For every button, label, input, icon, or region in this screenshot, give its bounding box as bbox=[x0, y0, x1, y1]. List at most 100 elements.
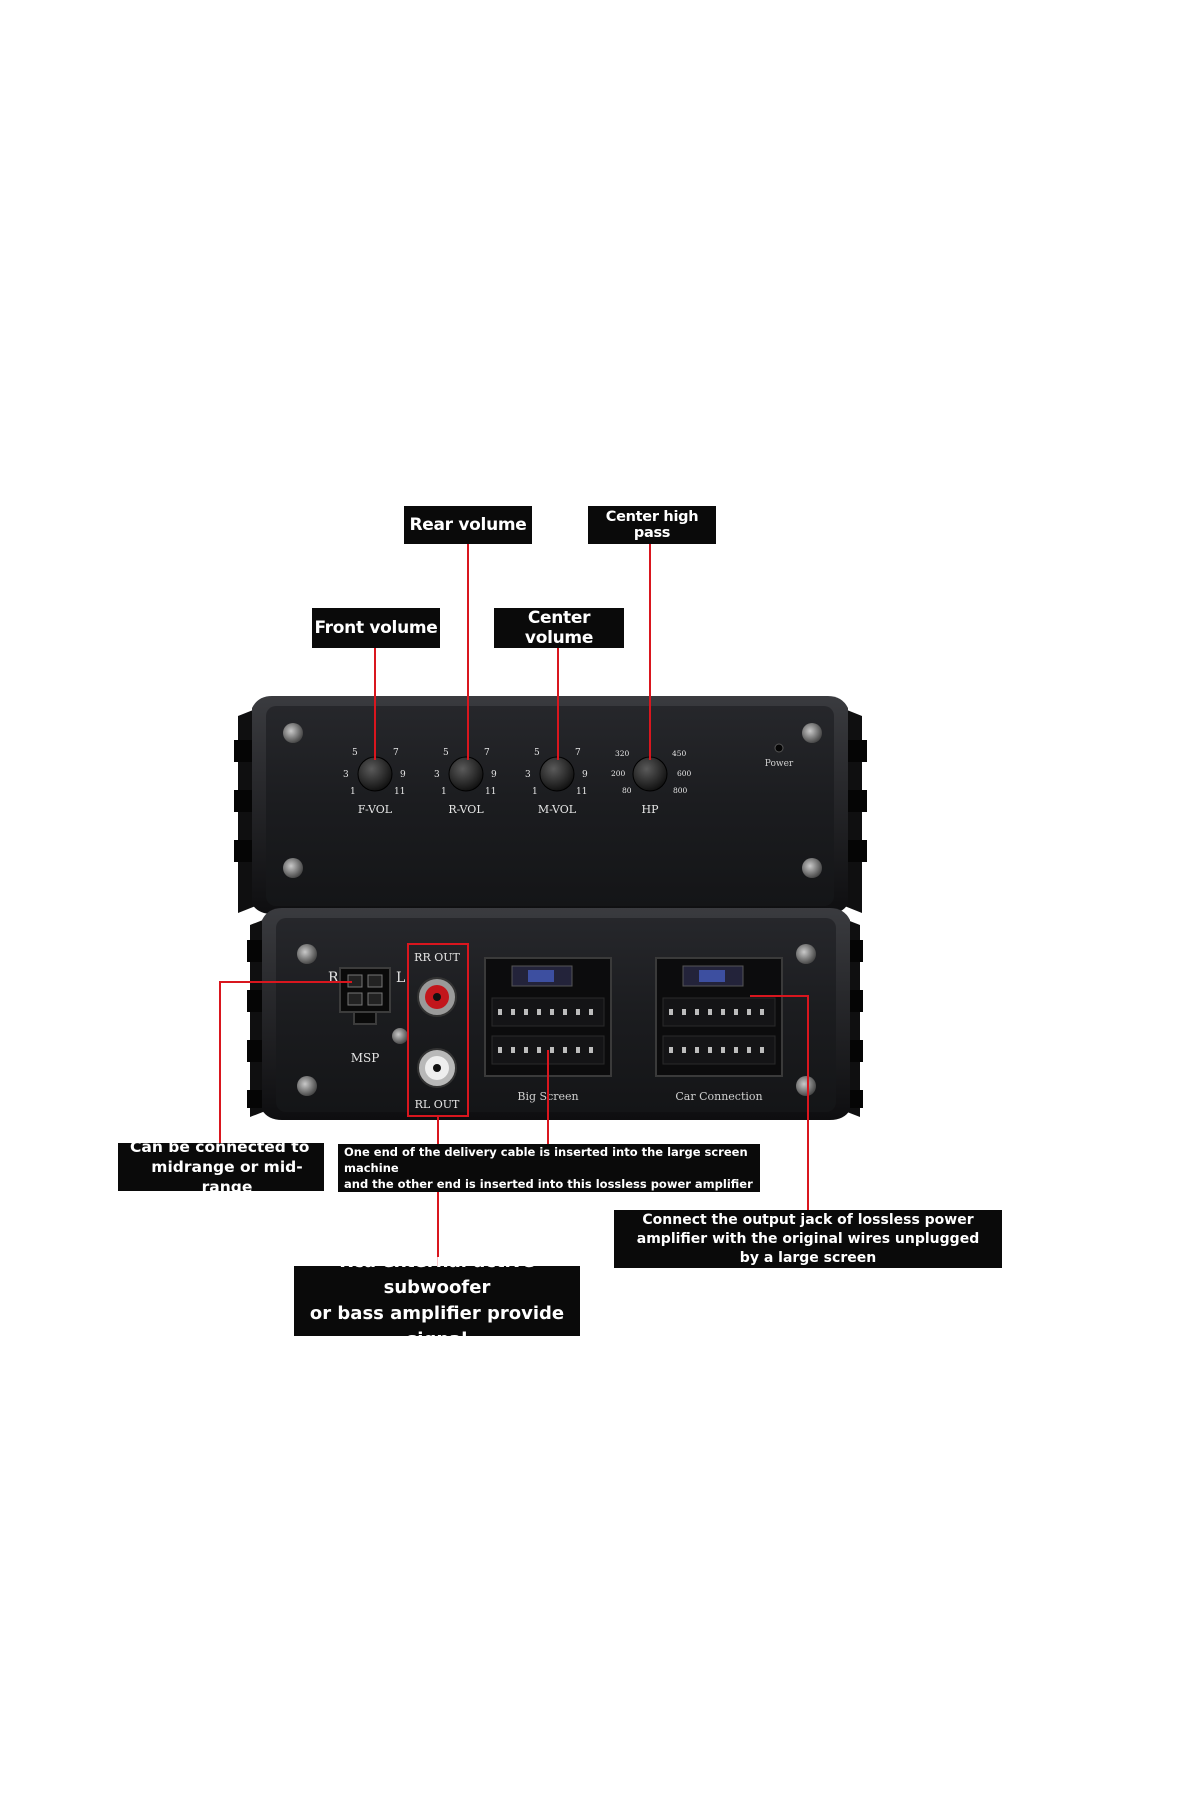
callout-line: Rca external active subwoofer bbox=[339, 1251, 535, 1298]
rca-outputs: RR OUT RL OUT bbox=[414, 951, 460, 1111]
msp-r-label: R bbox=[328, 970, 339, 986]
screw-icon bbox=[283, 723, 303, 743]
msp-label: MSP bbox=[351, 1051, 380, 1065]
connector-pin bbox=[589, 1047, 593, 1053]
leader-midrange bbox=[219, 981, 352, 1145]
rl-out-label: RL OUT bbox=[415, 1098, 460, 1111]
callout-center-high-pass: Center high pass bbox=[588, 506, 716, 544]
knob-mark: 600 bbox=[677, 769, 692, 778]
knob-mark: 1 bbox=[350, 787, 356, 797]
callout-line: or bass amplifier provide signal bbox=[309, 1303, 565, 1350]
knob-label: M-VOL bbox=[538, 803, 577, 816]
rear-panel: R L MSP RR OUT RL OUT Big Screen bbox=[247, 908, 863, 1120]
connector-pin bbox=[524, 1009, 528, 1015]
callout-line: One end of the delivery cable is inserte… bbox=[344, 1145, 748, 1175]
knob-mark: 80 bbox=[622, 786, 632, 795]
connector-pin bbox=[669, 1009, 673, 1015]
knob-label: HP bbox=[642, 803, 660, 816]
connector-pin bbox=[734, 1009, 738, 1015]
knob-mark: 800 bbox=[673, 786, 688, 795]
connector-pin bbox=[682, 1047, 686, 1053]
screw-icon bbox=[802, 858, 822, 878]
knob-icon[interactable] bbox=[448, 756, 484, 792]
front-faceplate bbox=[266, 706, 834, 906]
connector-pin bbox=[695, 1047, 699, 1053]
knob-mark: 11 bbox=[394, 787, 405, 797]
msp-connector[interactable]: R L MSP bbox=[328, 967, 405, 1065]
knob-mark: 5 bbox=[534, 748, 540, 758]
knob-icon[interactable] bbox=[632, 756, 668, 792]
knob-mark: 200 bbox=[611, 769, 626, 778]
knob-mark: 1 bbox=[532, 787, 538, 797]
callout-delivery-cable: One end of the delivery cable is inserte… bbox=[338, 1144, 760, 1192]
connector-pin bbox=[537, 1009, 541, 1015]
knob-icon[interactable] bbox=[357, 756, 393, 792]
connector-pin bbox=[498, 1047, 502, 1053]
front-panel: 5 7 3 9 1 11 F-VOL 5 7 3 9 1 11 R-VOL 5 … bbox=[234, 696, 867, 914]
connector-pin bbox=[708, 1009, 712, 1015]
connector-pin bbox=[682, 1009, 686, 1015]
screw-icon bbox=[802, 723, 822, 743]
knob-mark: 9 bbox=[400, 770, 406, 780]
connector-pin bbox=[550, 1009, 554, 1015]
knob-m-vol[interactable]: 5 7 3 9 1 11 M-VOL bbox=[525, 748, 588, 816]
connector-pin bbox=[511, 1009, 515, 1015]
callout-rca: Rca external active subwoofer or bass am… bbox=[294, 1251, 580, 1350]
callout-line: and the other end is inserted into this … bbox=[344, 1177, 753, 1191]
connector-pin bbox=[734, 1047, 738, 1053]
knob-mark: 3 bbox=[434, 770, 440, 780]
knob-mark: 7 bbox=[393, 748, 399, 758]
callout-line: midrange or mid-range bbox=[151, 1158, 303, 1196]
callout-front-volume: Front volume bbox=[312, 608, 440, 648]
callout-line: amplifier with the original wires unplug… bbox=[636, 1230, 980, 1247]
connector-pin bbox=[760, 1009, 764, 1015]
power-label: Power bbox=[765, 759, 794, 769]
knob-mark: 7 bbox=[484, 748, 490, 758]
callout-output-jack: Connect the output jack of lossless powe… bbox=[614, 1210, 1002, 1268]
leader-output-jack bbox=[750, 995, 809, 1212]
callout-line: by a large screen bbox=[739, 1249, 877, 1266]
connector-pin bbox=[747, 1047, 751, 1053]
connector-pin bbox=[721, 1009, 725, 1015]
knob-mark: 3 bbox=[343, 770, 349, 780]
screw-icon bbox=[283, 858, 303, 878]
screw-icon bbox=[297, 944, 317, 964]
connector-pin bbox=[721, 1047, 725, 1053]
connector-pin bbox=[537, 1047, 541, 1053]
connector-pin bbox=[524, 1047, 528, 1053]
fuse-blade bbox=[528, 970, 554, 982]
car-connection-label: Car Connection bbox=[675, 1090, 762, 1103]
knob-r-vol[interactable]: 5 7 3 9 1 11 R-VOL bbox=[434, 748, 497, 816]
knob-mark: 9 bbox=[491, 770, 497, 780]
connector-pin bbox=[498, 1009, 502, 1015]
connector-pin bbox=[511, 1047, 515, 1053]
connector-pin bbox=[760, 1047, 764, 1053]
knob-mark: 450 bbox=[672, 749, 687, 758]
msp-l-label: L bbox=[396, 970, 405, 986]
connector-pin bbox=[576, 1009, 580, 1015]
knob-mark: 9 bbox=[582, 770, 588, 780]
screw-icon bbox=[796, 1076, 816, 1096]
callout-rear-volume: Rear volume bbox=[404, 506, 532, 544]
knob-mark: 7 bbox=[575, 748, 581, 758]
connector-pin bbox=[708, 1047, 712, 1053]
connector-pin bbox=[747, 1009, 751, 1015]
callout-center-volume: Center volume bbox=[494, 608, 624, 648]
knob-icon[interactable] bbox=[539, 756, 575, 792]
connector-pin bbox=[563, 1047, 567, 1053]
connector-pin bbox=[563, 1009, 567, 1015]
connector-pin bbox=[576, 1047, 580, 1053]
car-connection-connector[interactable]: Car Connection bbox=[655, 957, 783, 1103]
knob-mark: 5 bbox=[443, 748, 449, 758]
big-screen-connector[interactable]: Big Screen bbox=[484, 957, 612, 1103]
knob-label: F-VOL bbox=[358, 803, 393, 816]
callout-line: Can be connected to bbox=[130, 1138, 310, 1156]
fuse-blade bbox=[699, 970, 725, 982]
knob-mark: 1 bbox=[441, 787, 447, 797]
knob-hp[interactable]: 320 450 200 600 80 800 HP bbox=[611, 749, 692, 816]
knob-mark: 3 bbox=[525, 770, 531, 780]
knob-mark: 11 bbox=[576, 787, 587, 797]
screw-icon bbox=[392, 1028, 408, 1044]
